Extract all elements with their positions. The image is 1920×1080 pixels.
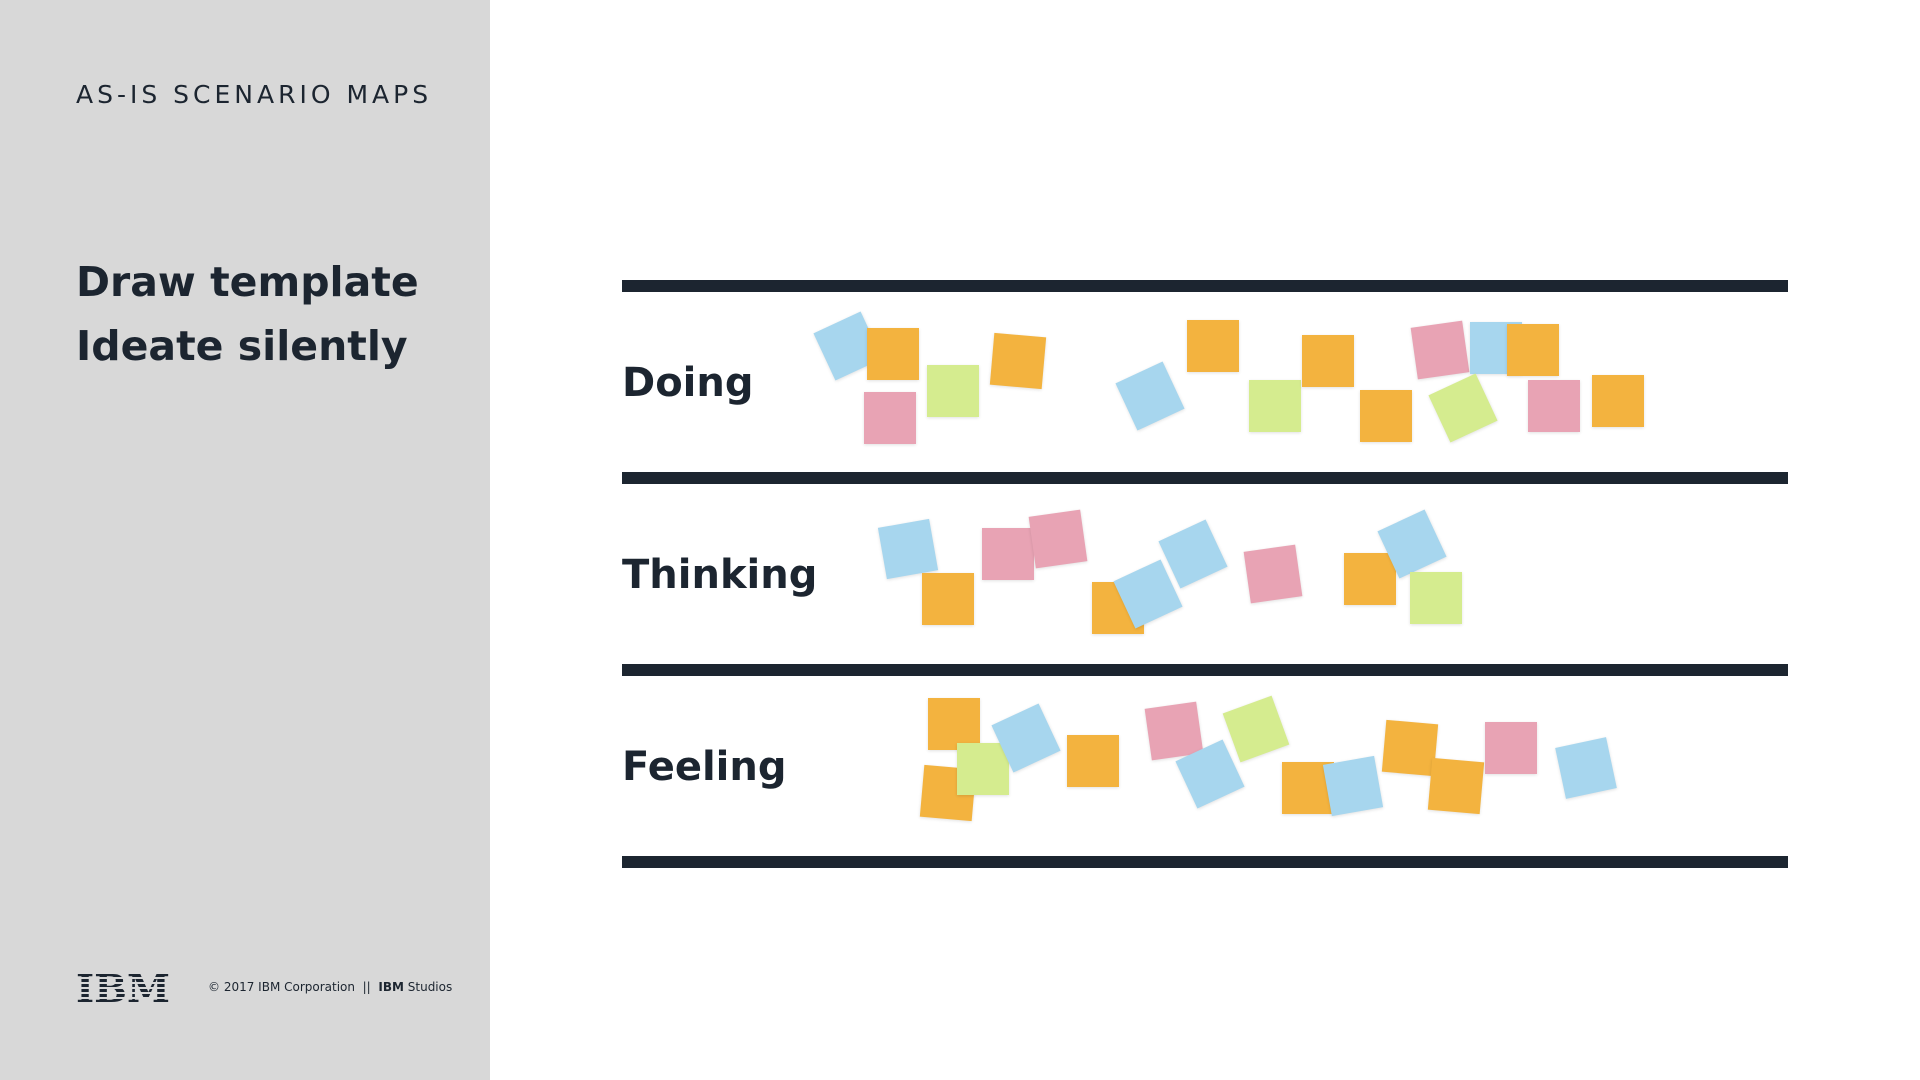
sticky-note-orange[interactable] bbox=[989, 332, 1047, 390]
sidebar: AS-IS SCENARIO MAPS Draw template Ideate… bbox=[0, 0, 490, 1080]
sticky-note-pink[interactable] bbox=[982, 528, 1034, 580]
footer-studio: Studios bbox=[407, 980, 453, 994]
sticky-note-orange[interactable] bbox=[928, 698, 980, 750]
row-divider bbox=[622, 856, 1788, 868]
sticky-note-orange[interactable] bbox=[1302, 335, 1354, 387]
logo-stripe bbox=[76, 997, 170, 999]
ibm-logo: IBM bbox=[76, 968, 170, 1006]
sticky-note-pink[interactable] bbox=[1410, 320, 1470, 380]
logo-stripe bbox=[76, 972, 170, 974]
sticky-note-orange[interactable] bbox=[922, 573, 974, 625]
logo-stripe bbox=[76, 987, 170, 989]
step-draw-template: Draw template bbox=[76, 258, 419, 306]
sticky-note-pink[interactable] bbox=[1028, 509, 1088, 569]
step-ideate-silently: Ideate silently bbox=[76, 322, 408, 370]
sticky-note-pink[interactable] bbox=[864, 392, 916, 444]
sticky-note-orange[interactable] bbox=[1592, 375, 1644, 427]
sticky-note-blue[interactable] bbox=[1555, 737, 1617, 799]
section-label: AS-IS SCENARIO MAPS bbox=[76, 80, 433, 109]
row-label-thinking: Thinking bbox=[622, 552, 818, 598]
sticky-note-green[interactable] bbox=[1249, 380, 1301, 432]
sticky-note-orange[interactable] bbox=[1067, 735, 1119, 787]
footer: IBM © 2017 IBM Corporation || IBM Studio… bbox=[76, 968, 452, 1006]
footer-brand: IBM bbox=[378, 980, 404, 994]
row-divider bbox=[622, 472, 1788, 484]
logo-stripe bbox=[76, 977, 170, 979]
footer-copyright: © 2017 IBM Corporation || IBM Studios bbox=[208, 980, 452, 994]
sticky-note-green[interactable] bbox=[1222, 695, 1290, 763]
row-divider bbox=[622, 280, 1788, 292]
logo-stripe bbox=[76, 992, 170, 994]
sticky-note-green[interactable] bbox=[1410, 572, 1462, 624]
sticky-note-orange[interactable] bbox=[867, 328, 919, 380]
row-label-feeling: Feeling bbox=[622, 744, 787, 790]
sticky-note-orange[interactable] bbox=[1507, 324, 1559, 376]
scenario-map-board: Doing Thinking Feeling bbox=[622, 280, 1788, 870]
sticky-note-green[interactable] bbox=[957, 743, 1009, 795]
logo-stripe bbox=[76, 982, 170, 984]
sticky-note-green[interactable] bbox=[1428, 373, 1498, 443]
sticky-note-orange[interactable] bbox=[1187, 320, 1239, 372]
sticky-note-blue[interactable] bbox=[877, 518, 939, 580]
steps-list: Draw template Ideate silently bbox=[76, 250, 419, 378]
sticky-note-pink[interactable] bbox=[1485, 722, 1537, 774]
sticky-note-orange[interactable] bbox=[1427, 757, 1485, 815]
sticky-note-pink[interactable] bbox=[1243, 544, 1303, 604]
sticky-note-pink[interactable] bbox=[1528, 380, 1580, 432]
sticky-note-blue[interactable] bbox=[1115, 361, 1185, 431]
sticky-note-orange[interactable] bbox=[1344, 553, 1396, 605]
sticky-note-orange[interactable] bbox=[1360, 390, 1412, 442]
row-divider bbox=[622, 664, 1788, 676]
sticky-note-blue[interactable] bbox=[1322, 755, 1384, 817]
sticky-note-green[interactable] bbox=[927, 365, 979, 417]
copyright-text: © 2017 IBM Corporation bbox=[208, 980, 355, 994]
footer-separator: || bbox=[362, 980, 371, 994]
sticky-note-orange[interactable] bbox=[1381, 719, 1439, 777]
row-label-doing: Doing bbox=[622, 360, 754, 406]
